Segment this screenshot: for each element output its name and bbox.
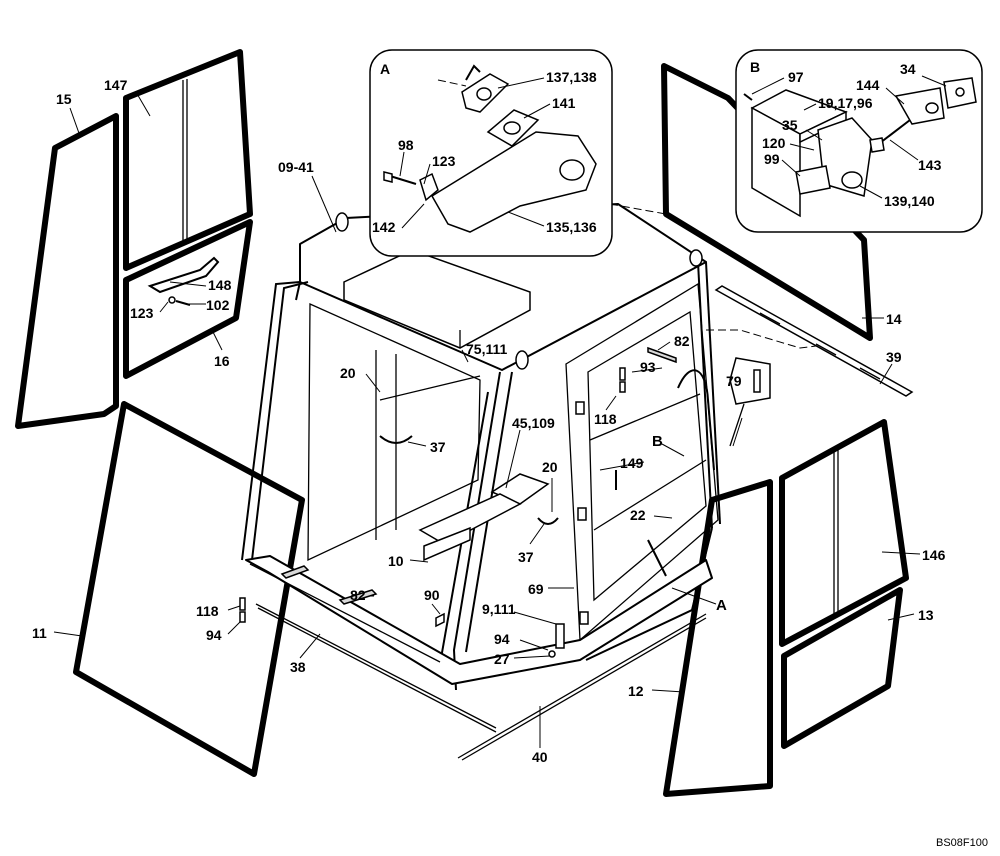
label-148: 148 <box>208 277 232 293</box>
detail-a-letter: A <box>380 61 390 77</box>
glass-panel-15 <box>15 113 119 429</box>
label-79: 79 <box>726 373 742 389</box>
label-118-right: 118 <box>594 411 617 427</box>
label-a-135-136: 135,136 <box>546 219 597 235</box>
label-90: 90 <box>424 587 440 603</box>
label-b-35: 35 <box>782 117 798 133</box>
label-22: 22 <box>630 507 646 523</box>
label-b-144: 144 <box>856 77 880 93</box>
seal-strip-39 <box>714 285 914 397</box>
label-a-98: 98 <box>398 137 414 153</box>
label-102: 102 <box>206 297 230 313</box>
label-82-right: 82 <box>674 333 690 349</box>
label-37-lower: 37 <box>518 549 534 565</box>
seal-strip-40 <box>457 613 707 761</box>
label-20-left: 20 <box>340 365 356 381</box>
label-75-111: 75,111 <box>466 341 507 357</box>
label-149: 149 <box>620 455 644 471</box>
label-40: 40 <box>532 749 548 765</box>
glass-panel-12 <box>663 479 773 797</box>
glass-panel-16 <box>123 219 253 379</box>
label-10: 10 <box>388 553 404 569</box>
glass-panel-146 <box>779 419 909 647</box>
label-09-41: 09-41 <box>278 159 314 175</box>
label-94-left: 94 <box>206 627 222 643</box>
label-a-123: 123 <box>432 153 456 169</box>
part-79 <box>729 357 771 447</box>
label-123-left: 123 <box>130 305 154 321</box>
label-b-97: 97 <box>788 69 804 85</box>
label-9-111: 9,111 <box>482 601 516 617</box>
label-147: 147 <box>104 77 128 93</box>
label-b-99: 99 <box>764 151 780 167</box>
label-a-141: 141 <box>552 95 576 111</box>
label-b-143: 143 <box>918 157 942 173</box>
label-94-right: 94 <box>494 631 510 647</box>
label-27: 27 <box>494 651 510 667</box>
label-a-main: A <box>716 597 727 614</box>
label-b-19-17-96: 19,17,96 <box>818 95 873 111</box>
label-b-main: B <box>652 433 663 450</box>
label-82-floor: 82 <box>350 587 366 603</box>
detail-b-callout: B <box>735 49 983 233</box>
label-39: 39 <box>886 349 902 365</box>
glass-panel-13 <box>781 587 903 749</box>
glass-panel-11 <box>73 401 305 777</box>
label-a-137-138: 137,138 <box>546 69 597 85</box>
label-a-142: 142 <box>372 219 396 235</box>
part-27-94 <box>548 623 565 658</box>
label-13: 13 <box>918 607 934 623</box>
part-90 <box>435 612 445 628</box>
label-b-34: 34 <box>900 61 916 77</box>
figure-code: BS08F100 <box>936 837 988 849</box>
label-20-right: 20 <box>542 459 558 475</box>
label-38: 38 <box>290 659 306 675</box>
leader-lines <box>53 75 947 748</box>
label-93: 93 <box>640 359 656 375</box>
label-16: 16 <box>214 353 230 369</box>
label-45-109: 45,109 <box>512 415 555 431</box>
label-146: 146 <box>922 547 946 563</box>
detail-b-letter: B <box>750 59 760 75</box>
callout-labels: 15 147 148 123 102 16 09-41 20 37 75,111… <box>32 61 946 765</box>
label-b-139-140: 139,140 <box>884 193 935 209</box>
label-37-upper: 37 <box>430 439 446 455</box>
label-12: 12 <box>628 683 644 699</box>
label-15: 15 <box>56 91 72 107</box>
label-118-left: 118 <box>196 603 219 619</box>
label-14: 14 <box>886 311 902 327</box>
label-b-120: 120 <box>762 135 786 151</box>
seal-strip-38 <box>255 603 497 733</box>
label-11: 11 <box>32 625 47 641</box>
part-118-93-right <box>619 367 626 393</box>
label-69: 69 <box>528 581 544 597</box>
detail-a-callout: A <box>369 49 613 257</box>
part-118-94-left <box>239 597 246 623</box>
glass-panel-147 <box>123 49 253 271</box>
